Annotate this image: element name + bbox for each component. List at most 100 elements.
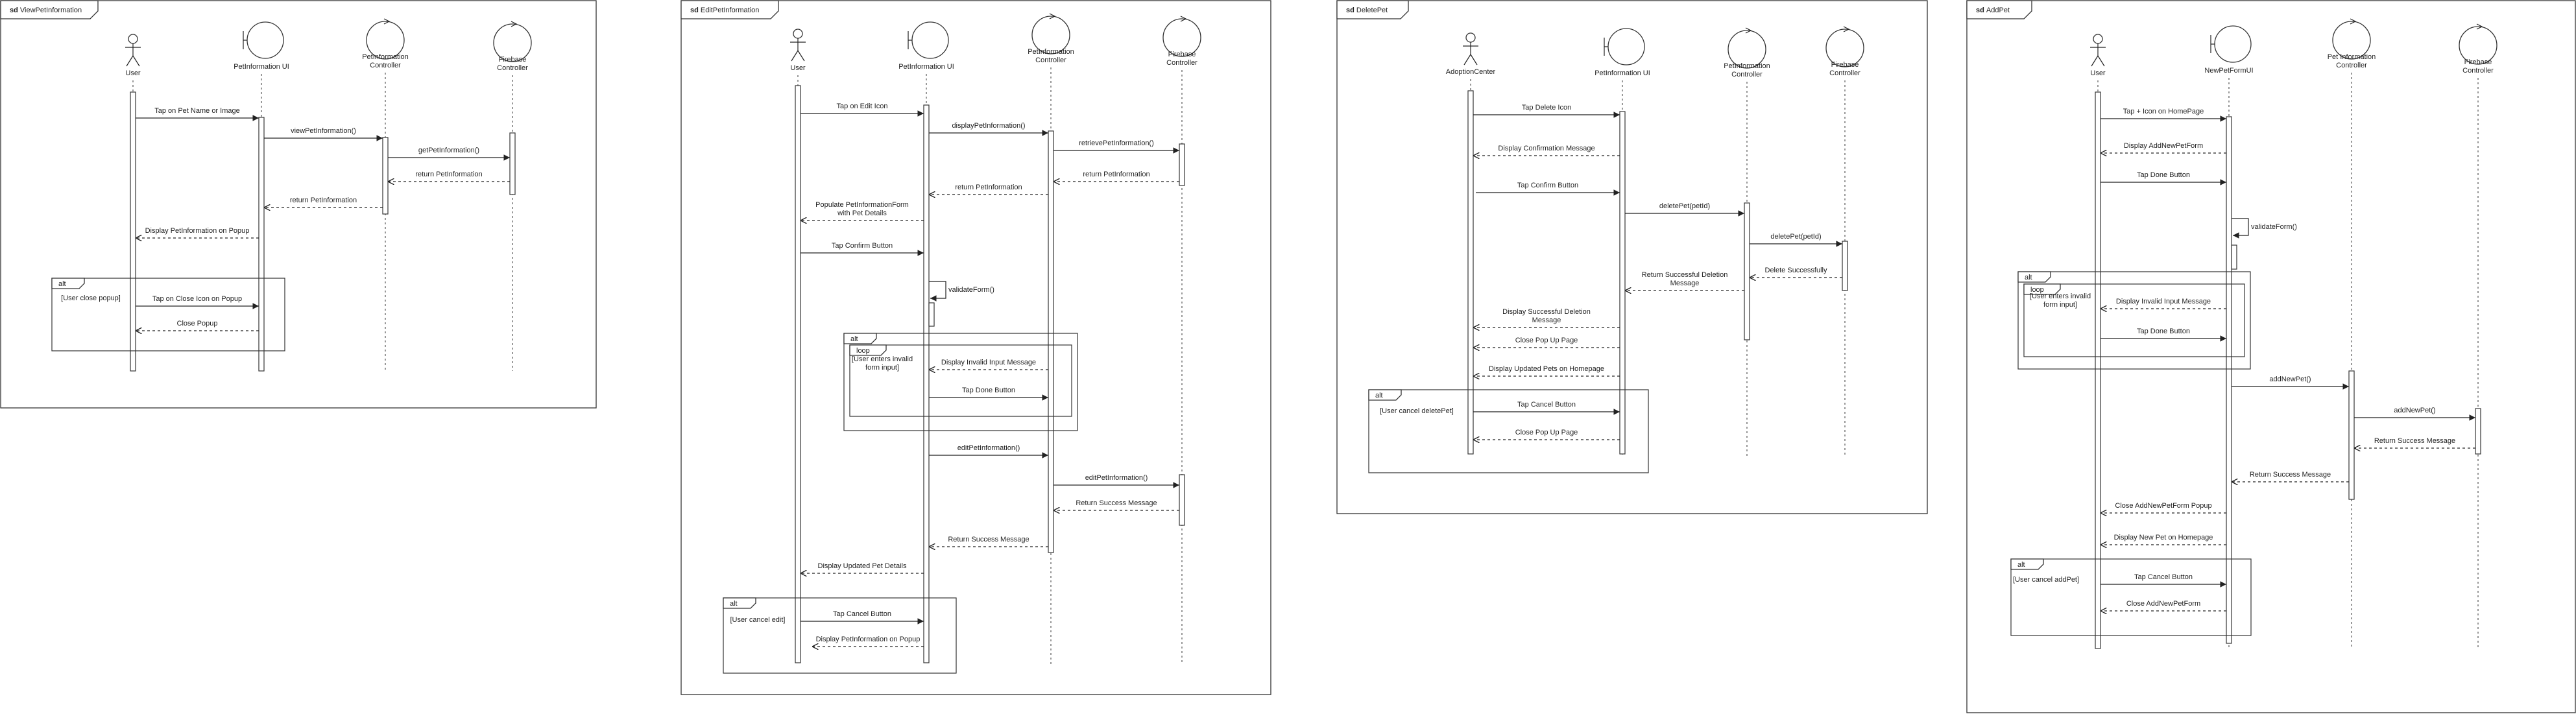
- actor-icon: [125, 34, 141, 67]
- return-message: Close Pop Up Page: [1473, 429, 1620, 440]
- actor-icon: [2090, 34, 2106, 67]
- message-label: deletePet(petId): [1659, 202, 1710, 210]
- boundary-icon: [908, 21, 949, 59]
- activation-bar: [1842, 241, 1848, 291]
- call-message: Tap Done Button: [2101, 327, 2226, 342]
- fragment-tab: [2010, 558, 2044, 570]
- control-arrow: [511, 21, 518, 27]
- label-line: PetInformation: [362, 53, 409, 61]
- message-label: return PetInformation: [415, 171, 482, 178]
- fragment-alt: alt[User cancel deletePet]: [1368, 389, 1649, 473]
- diagram-title-name: DeletePet: [1356, 6, 1388, 14]
- actor-leg: [2091, 55, 2099, 67]
- actor-leg: [1470, 54, 1478, 65]
- diagram-frame: [1336, 0, 1928, 514]
- control-icon: [366, 18, 405, 60]
- control-arrow: [2476, 23, 2483, 30]
- label-line: Controller: [370, 62, 401, 69]
- message-label: deletePet(petId): [1770, 233, 1821, 241]
- message-label: Close AddNewPetForm Popup: [2115, 502, 2211, 510]
- return-message: Display Updated Pets on Homepage: [1473, 365, 1620, 376]
- label-line: with Pet Details: [837, 209, 887, 217]
- call-message: editPetInformation(): [929, 444, 1048, 458]
- call-message: Tap on Pet Name or Image: [136, 107, 259, 121]
- diagram-frame: [680, 0, 1271, 695]
- fragment-tab: [723, 597, 756, 609]
- call-message: Tap Cancel Button: [2101, 573, 2226, 588]
- control-icon: [1031, 13, 1070, 54]
- fragment-operator: loop: [2030, 286, 2044, 294]
- return-message: return PetInformation: [929, 184, 1048, 195]
- label-line: PetInformation UI: [1595, 69, 1650, 77]
- activation-bar: [382, 137, 389, 215]
- call-message: Tap Done Button: [929, 387, 1048, 401]
- message-label: Display New Pet on Homepage: [2114, 534, 2213, 541]
- boundary-circle: [2214, 25, 2252, 63]
- fragment-operator: alt: [850, 335, 858, 343]
- message-label: Display Updated Pets on Homepage: [1489, 365, 1604, 373]
- self-call-arrow: [2232, 218, 2249, 239]
- actor-leg: [132, 55, 140, 67]
- label-line: User: [2090, 69, 2106, 77]
- activation-bar: [1619, 111, 1626, 455]
- message-label: return PetInformation: [1083, 171, 1150, 178]
- message-label: addNewPet(): [2269, 375, 2311, 383]
- label-line: [User cancel edit]: [730, 616, 786, 624]
- message-label: Close Pop Up Page: [1515, 337, 1578, 344]
- return-message: Close Popup: [136, 320, 259, 331]
- fragment-tab: [1368, 389, 1402, 401]
- message-label: Return Success Message: [2250, 471, 2331, 479]
- call-message: Tap Confirm Button: [800, 242, 924, 256]
- diagram-tab: [0, 0, 99, 19]
- label-line: Controller: [1731, 71, 1763, 78]
- label-line: form input]: [2043, 301, 2077, 309]
- label-line: User: [125, 69, 141, 77]
- message-label: Tap Confirm Button: [832, 242, 893, 250]
- control-icon: [1727, 27, 1766, 69]
- fragment-alt: alt[User close popup]: [51, 278, 285, 351]
- activation-bar: [1179, 143, 1185, 186]
- return-message: return PetInformation: [1053, 171, 1179, 182]
- message-label: editPetInformation(): [1085, 474, 1148, 482]
- message-label: Tap + Icon on HomePage: [2123, 108, 2204, 115]
- fragment-alt: alt[User cancel edit]: [723, 597, 957, 674]
- participant-label: PetInformation UI: [898, 63, 954, 71]
- activation-bar: [2475, 408, 2481, 455]
- return-message: return PetInformation: [388, 171, 510, 182]
- label-line: Firebase: [499, 56, 527, 64]
- return-message: Display AddNewPetForm: [2101, 142, 2226, 153]
- message-label: Tap Done Button: [2137, 327, 2190, 335]
- control-arrow: [1745, 27, 1752, 34]
- message-label: Display Updated Pet Details: [818, 562, 907, 570]
- actor-head: [128, 34, 138, 44]
- fragment-operator: alt: [58, 280, 66, 288]
- label-line: Populate PetInformationForm: [815, 201, 909, 209]
- message-label: Tap Cancel Button: [1517, 401, 1576, 409]
- participant-label: User: [790, 64, 806, 72]
- label-line: PetInformation UI: [898, 63, 954, 71]
- message-label: Return Success Message: [948, 536, 1029, 543]
- message-label: validateForm(): [2251, 223, 2297, 231]
- label-line: Firebase: [2464, 58, 2492, 66]
- diagram-title-prefix: sd: [1976, 6, 1986, 14]
- call-message: addNewPet(): [2232, 375, 2349, 390]
- message-label: Display Invalid Input Message: [2116, 298, 2211, 305]
- return-message: Return Success Message: [2354, 437, 2475, 448]
- call-message: Tap on Close Icon on Popup: [136, 295, 259, 309]
- boundary-icon: [243, 21, 284, 59]
- label-line: Return Successful Deletion: [1642, 271, 1728, 279]
- fragment-box: [843, 333, 1078, 431]
- control-circle: [2459, 26, 2498, 65]
- message-label: Close Popup: [177, 320, 218, 327]
- message-label: Display Confirmation Message: [1498, 145, 1595, 152]
- actor-head: [1465, 32, 1476, 43]
- activation-bar: [1467, 90, 1474, 455]
- label-line: [User cancel addPet]: [2013, 576, 2079, 584]
- fragment-alt: alt: [2017, 271, 2251, 370]
